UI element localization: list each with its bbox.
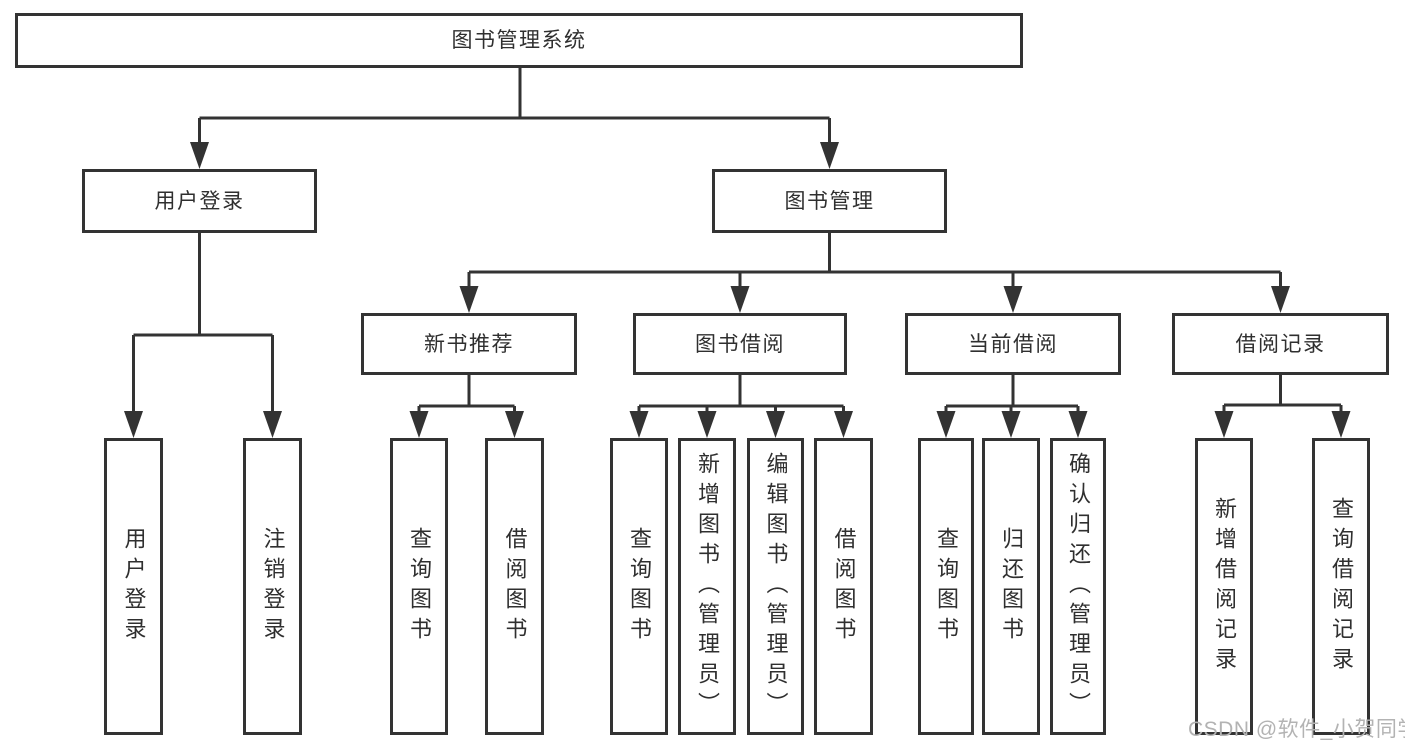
leaf-return-books: 归还图书 [982, 438, 1040, 735]
arrow-down-icon [629, 411, 649, 438]
leaf-query-books-recommend: 查询图书 [390, 438, 448, 735]
node-label: 借阅图书 [831, 526, 857, 647]
arrow-down-icon [766, 411, 785, 438]
node-current-borrowing: 当前借阅 [905, 313, 1121, 375]
leaf-add-books-admin: 新增图书（管理员） [678, 438, 736, 735]
node-label: 当前借阅 [968, 332, 1058, 356]
connector-book-management [459, 233, 1290, 313]
watermark-text: CSDN @软件_小贺同学 [1188, 718, 1405, 741]
arrow-down-icon [409, 411, 429, 438]
arrow-down-icon [263, 411, 282, 438]
arrow-down-icon [697, 411, 717, 438]
node-label: 图书借阅 [695, 332, 785, 356]
node-label: 注销登录 [260, 526, 286, 647]
connector-new-book-recommendation [409, 375, 524, 438]
node-label: 图书管理 [784, 189, 875, 213]
leaf-add-borrow-record: 新增借阅记录 [1195, 438, 1253, 735]
arrow-down-icon [936, 411, 956, 438]
arrow-down-icon [1068, 411, 1088, 438]
node-label: 新增借阅记录 [1212, 496, 1237, 677]
leaf-user-login: 用户登录 [104, 438, 163, 735]
arrow-down-icon [190, 142, 209, 169]
node-library-management-system: 图书管理系统 [15, 13, 1023, 68]
leaf-confirm-return-admin: 确认归还（管理员） [1050, 438, 1106, 735]
node-label: 借阅图书 [502, 526, 528, 647]
arrow-down-icon [820, 142, 839, 169]
node-new-book-recommendation: 新书推荐 [361, 313, 577, 375]
arrow-down-icon [505, 411, 524, 438]
leaf-borrow-books-recommend: 借阅图书 [485, 438, 544, 735]
leaf-query-books-borrow: 查询图书 [610, 438, 668, 735]
node-label: 图书管理系统 [451, 29, 587, 52]
connector-book-borrowing [629, 375, 853, 438]
arrow-down-icon [459, 286, 479, 313]
connector-user-login [124, 233, 282, 438]
connector-borrowing-records [1214, 375, 1351, 438]
leaf-edit-books-admin: 编辑图书（管理员） [747, 438, 804, 735]
node-label: 新书推荐 [424, 332, 514, 356]
node-label: 归还图书 [999, 526, 1024, 647]
node-user-login: 用户登录 [82, 169, 317, 233]
arrow-down-icon [834, 411, 853, 438]
node-label: 编辑图书（管理员） [763, 451, 789, 722]
node-label: 用户登录 [154, 189, 245, 213]
node-label: 用户登录 [121, 526, 147, 647]
arrow-down-icon [730, 286, 750, 313]
node-book-borrowing: 图书借阅 [633, 313, 847, 375]
arrow-down-icon [1003, 286, 1023, 313]
arrow-down-icon [124, 411, 143, 438]
connector-current-borrowing [936, 375, 1088, 438]
node-book-management: 图书管理 [712, 169, 947, 233]
arrow-down-icon [1001, 411, 1021, 438]
node-label: 查询图书 [627, 526, 652, 647]
leaf-query-borrow-record: 查询借阅记录 [1312, 438, 1370, 735]
node-label: 新增图书（管理员） [695, 451, 720, 722]
node-label: 查询图书 [934, 526, 959, 647]
connector-root [190, 68, 839, 169]
leaf-borrow-books: 借阅图书 [814, 438, 873, 735]
node-label: 查询借阅记录 [1329, 496, 1354, 677]
node-borrowing-records: 借阅记录 [1172, 313, 1389, 375]
arrow-down-icon [1214, 411, 1234, 438]
arrow-down-icon [1271, 286, 1290, 313]
leaf-query-books-current: 查询图书 [918, 438, 974, 735]
node-label: 查询图书 [407, 526, 432, 647]
arrow-down-icon [1331, 411, 1351, 438]
leaf-logout: 注销登录 [243, 438, 302, 735]
node-label: 借阅记录 [1235, 332, 1326, 356]
node-label: 确认归还（管理员） [1066, 451, 1091, 722]
